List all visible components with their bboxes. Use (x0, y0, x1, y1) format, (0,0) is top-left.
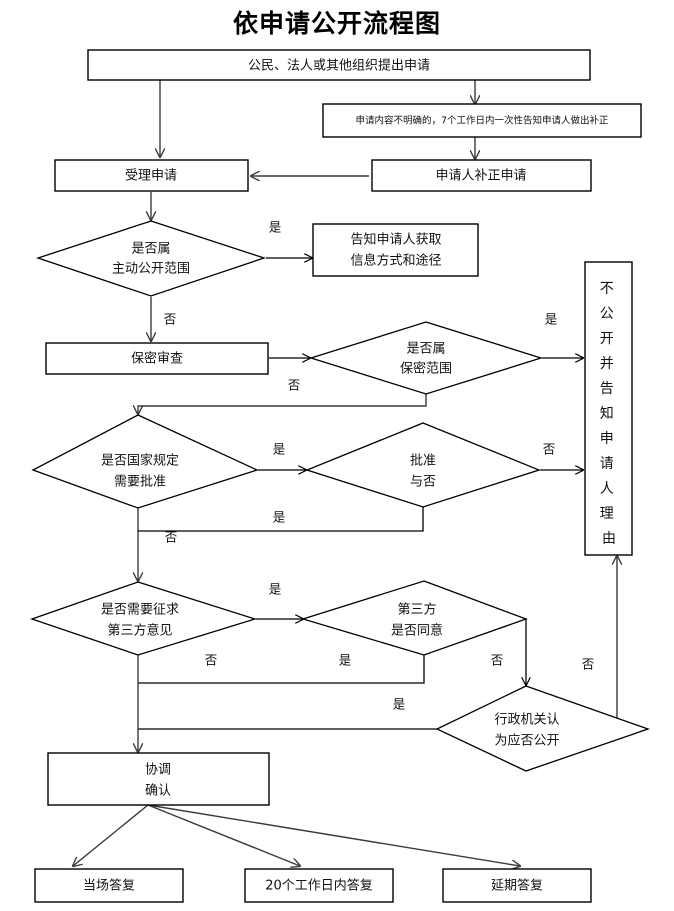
node-is-secret-line1: 是否属 (406, 342, 445, 357)
edge-label-secret-yes: 是 (545, 312, 558, 327)
node-secrecy-review[interactable]: 保密审查 (45, 342, 269, 375)
node-need-approval-line2: 需要批准 (114, 475, 166, 490)
edge-coordinate-to-delayed (147, 804, 520, 866)
edge-label-approval-yes: 是 (273, 442, 286, 457)
node-need-third-party[interactable]: 是否需要征求 第三方意见 (30, 581, 258, 656)
node-agency-decide[interactable]: 行政机关认 为应否公开 (435, 685, 650, 772)
node-unclear-notice[interactable]: 申请内容不明确的，7个工作日内一次性告知申请人做出补正 (322, 103, 642, 138)
node-reply-20days-label: 20个工作日内答复 (265, 878, 373, 894)
page-title: 依申请公开流程图 (232, 9, 441, 38)
node-third-party-agree-line1: 第三方 (397, 602, 436, 618)
edge-label-approval-no: 否 (165, 530, 178, 545)
node-agency-decide-line2: 为应否公开 (494, 733, 559, 749)
edge-issecret-no (138, 394, 427, 414)
edge-label-third-yes: 是 (269, 582, 282, 597)
node-is-proactive-line1: 是否属 (131, 242, 170, 257)
node-inform-channel-line1: 告知申请人获取 (350, 232, 441, 248)
edge-label-agree-yes2: 是 (393, 697, 406, 712)
node-accept[interactable]: 受理申请 (54, 159, 249, 192)
node-coordinate-line1: 协调 (145, 763, 171, 778)
node-not-public-label: 不 公 开 并 告 知 申 请 人 理 由 (600, 281, 618, 547)
edge-label-approved-no: 否 (543, 442, 556, 457)
node-is-proactive[interactable]: 是否属 主动公开范围 (35, 220, 267, 297)
node-applicant-fix[interactable]: 申请人补正申请 (371, 159, 592, 192)
node-apply[interactable]: 公民、法人或其他组织提出申请 (87, 49, 591, 81)
node-inform-channel[interactable]: 告知申请人获取 信息方式和途径 (312, 223, 479, 277)
node-approved[interactable]: 批准 与否 (305, 422, 541, 508)
node-is-secret-line2: 保密范围 (400, 361, 452, 377)
node-reply-delayed-label: 延期答复 (491, 878, 543, 894)
node-reply-onsite-label: 当场答复 (83, 878, 135, 894)
edge-coordinate-to-20days (147, 804, 300, 866)
node-apply-label: 公民、法人或其他组织提出申请 (248, 58, 430, 74)
edge-label-proactive-yes: 是 (269, 220, 282, 235)
node-need-approval[interactable]: 是否国家规定 需要批准 (31, 414, 259, 509)
node-agency-decide-line1: 行政机关认 (494, 713, 559, 728)
node-reply-onsite[interactable]: 当场答复 (34, 868, 184, 903)
edge-approved-yes (138, 507, 424, 532)
node-not-public[interactable]: 不 公 开 并 告 知 申 请 人 理 由 (584, 261, 633, 556)
node-inform-channel-line2: 信息方式和途径 (350, 253, 441, 269)
node-need-approval-line1: 是否国家规定 (101, 453, 179, 469)
node-coordinate-line2: 确认 (145, 784, 171, 799)
node-third-party-agree-line2: 是否同意 (391, 623, 443, 639)
node-secrecy-review-label: 保密审查 (131, 351, 183, 367)
node-approved-line1: 批准 (410, 454, 436, 469)
node-coordinate[interactable]: 协调 确认 (47, 752, 270, 806)
node-approved-line2: 与否 (410, 475, 436, 490)
node-is-proactive-line2: 主动公开范围 (112, 262, 190, 277)
edge-label-proactive-no: 否 (164, 312, 177, 327)
node-third-party-agree[interactable]: 第三方 是否同意 (300, 580, 528, 656)
node-accept-label: 受理申请 (125, 169, 177, 184)
node-need-third-party-line2: 第三方意见 (107, 623, 172, 639)
node-applicant-fix-label: 申请人补正申请 (435, 169, 526, 184)
node-unclear-notice-label: 申请内容不明确的，7个工作日内一次性告知申请人做出补正 (355, 115, 609, 127)
edge-label-agree-yes: 是 (339, 653, 352, 668)
edge-coordinate-to-onsite (73, 804, 149, 866)
edge-label-secret-no: 否 (288, 378, 301, 393)
node-is-secret[interactable]: 是否属 保密范围 (308, 321, 544, 395)
edge-label-third-no: 否 (205, 653, 218, 668)
edge-label-agree-no: 否 (491, 653, 504, 668)
node-reply-20days[interactable]: 20个工作日内答复 (244, 868, 394, 903)
edge-label-approval-yes2: 是 (273, 510, 286, 525)
node-need-third-party-line1: 是否需要征求 (101, 603, 179, 618)
edge-label-agency-no: 否 (582, 657, 595, 672)
edge-third-no (138, 655, 425, 684)
node-reply-delayed[interactable]: 延期答复 (442, 868, 592, 903)
